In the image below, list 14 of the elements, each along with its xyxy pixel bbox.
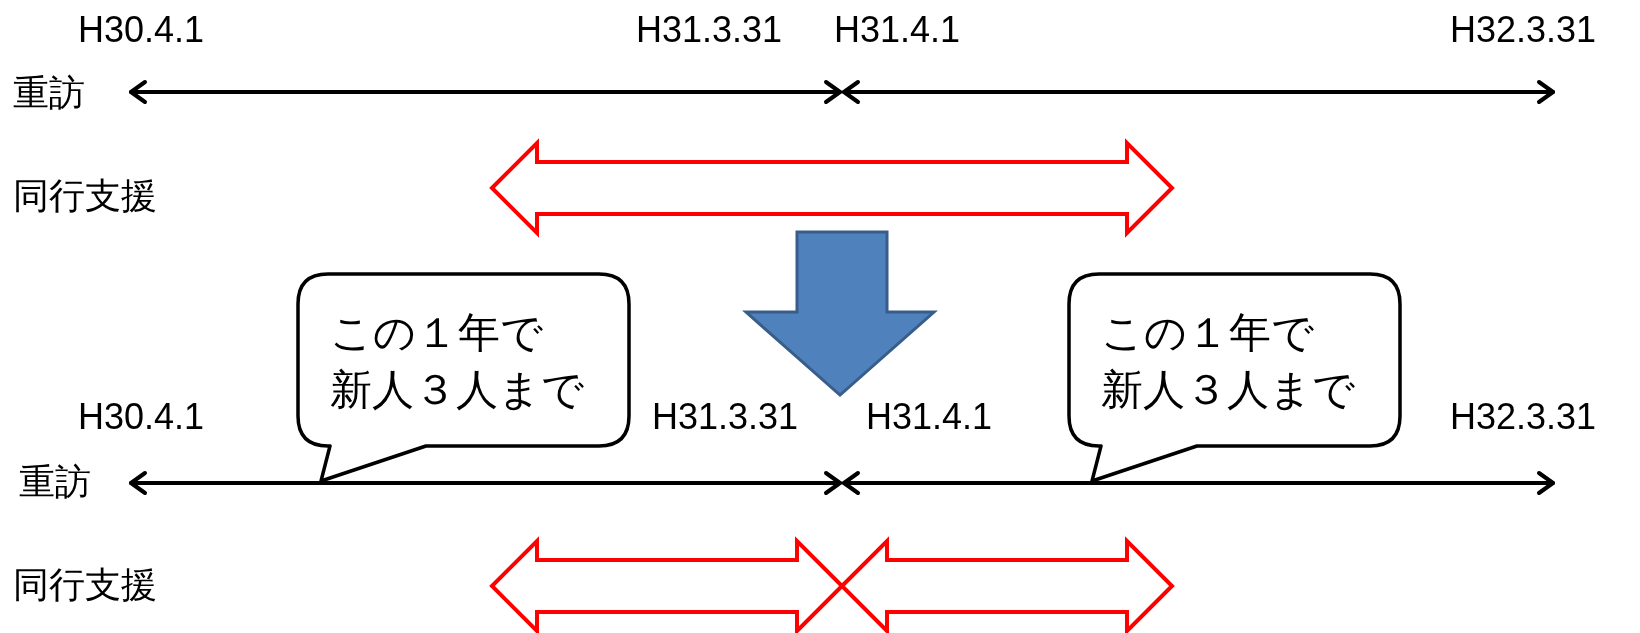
date-label: H30.4.1	[78, 396, 205, 438]
row-label: 重訪	[13, 72, 85, 114]
callout-text: この１年で新人３人まで	[1101, 307, 1356, 416]
row-label: 同行支援	[13, 175, 157, 217]
date-label: H31.3.31	[652, 396, 799, 438]
date-label: H30.4.1	[78, 9, 205, 51]
date-label: H31.4.1	[866, 396, 993, 438]
date-label: H31.4.1	[834, 9, 961, 51]
date-label: H31.3.31	[636, 9, 783, 51]
row-label: 同行支援	[13, 564, 157, 606]
date-label: H32.3.31	[1450, 396, 1597, 438]
row-label: 重訪	[19, 461, 91, 503]
date-label: H32.3.31	[1450, 9, 1597, 51]
callout-text: この１年で新人３人まで	[330, 307, 585, 416]
